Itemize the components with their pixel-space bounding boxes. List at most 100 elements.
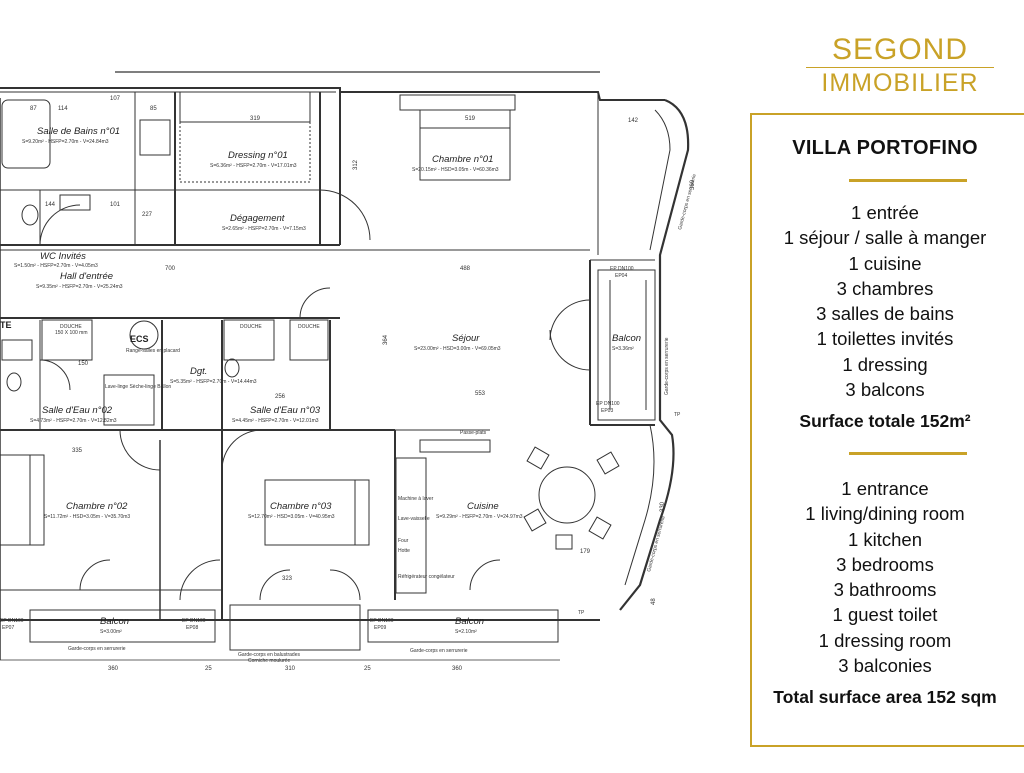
lave-linge-label: Lave-linge Sèche-linge Ballon [105, 384, 171, 390]
features-list-en: 1 entrance 1 living/dining room 1 kitche… [752, 476, 1018, 678]
room-sub-dressing: S=6.36m² - HSFP=2.70m - V=17.01m3 [210, 163, 297, 169]
dim-label: 85 [150, 106, 157, 112]
feature-item-fr: 1 séjour / salle à manger [783, 227, 987, 249]
dim-label: 107 [110, 96, 121, 102]
features-list-fr: 1 entrée 1 séjour / salle à manger 1 cui… [752, 200, 1018, 402]
room-sub-balcon-right: S=3.36m² [612, 346, 634, 352]
dim-label: 364 [383, 334, 389, 345]
feature-item-fr: 1 entrée [851, 202, 919, 223]
dim-label: 319 [250, 116, 261, 122]
room-name-douche2: DOUCHE [240, 324, 262, 330]
lave-vaisselle-label: Lave-vaisselle [398, 516, 430, 522]
dim-label: 323 [282, 576, 293, 582]
feature-item-fr: 1 dressing [842, 353, 928, 375]
room-name-balcon-right: Balcon [612, 333, 641, 344]
room-name-wc: WC Invités [40, 251, 86, 262]
room-sub-wc: S=1.50m² - HSFP=2.70m - V=4.05m3 [14, 263, 98, 269]
property-info-panel: VILLA PORTOFINO 1 entrée 1 séjour / sall… [750, 113, 1024, 747]
room-name-sde3: Salle d'Eau n°03 [250, 405, 321, 416]
four-label: Four [398, 538, 409, 544]
dim-label: 48 [651, 598, 657, 605]
dim-label: 488 [460, 266, 471, 272]
brand-divider [806, 67, 994, 68]
feature-item-fr: 3 balcons [845, 379, 925, 401]
gold-divider [849, 452, 967, 455]
dim-label: 519 [465, 116, 476, 122]
room-sub-chambre1: S=20.15m² - HSD=3.05m - V=60.36m3 [412, 167, 499, 173]
dim-label: 310 [285, 666, 296, 672]
room-name-balcon-middle: Balcon [455, 616, 484, 627]
room-sub-chambre3: S=12.70m² - HSD=3.05m - V=40.95m3 [248, 514, 335, 520]
dim-label: 144 [45, 202, 56, 208]
feature-item-en: 1 kitchen [847, 528, 923, 550]
room-name-douche3: DOUCHE [298, 324, 320, 330]
dim-label: 335 [72, 448, 83, 454]
room-sub-balcon-left: S=3.00m² [100, 629, 122, 635]
ep-label: EP09 [374, 625, 386, 631]
dim-label: 227 [142, 212, 153, 218]
dim-label: 256 [275, 394, 286, 400]
feature-item-en: 3 balconies [838, 655, 932, 677]
corniche-label: Corniche moulurée [248, 658, 290, 664]
floor-plan-drawing: 87 114 107 85 319 519 142 700 488 553 15… [0, 71, 698, 672]
hotte-label: Hotte [398, 548, 410, 554]
room-name-dressing: Dressing n°01 [228, 150, 288, 161]
dim-label: 25 [364, 666, 371, 672]
ep-label: EP03 [601, 408, 613, 414]
dim-label: 360 [108, 666, 119, 672]
room-sub-hall: S=9.35m² - HSFP=2.70m - V=25.24m3 [36, 284, 123, 290]
ep-label: EP DN100 [370, 618, 394, 624]
room-name-hall: Hall d'entrée [60, 271, 113, 282]
room-sub-degagement: S=2.65m² - HSFP=2.70m - V=7.15m3 [222, 226, 306, 232]
dim-label: 553 [475, 391, 486, 397]
feature-item-fr: 3 chambres [836, 277, 934, 299]
room-name-balcon-left: Balcon [100, 616, 129, 627]
room-name-te: TE [0, 320, 12, 330]
ep-label: EP DN100 [0, 618, 24, 624]
dim-label: 114 [58, 106, 68, 112]
room-sub-sejour: S=23.00m² - HSD=3.00m - V=69.05m3 [414, 346, 501, 352]
room-sub-cuisine: S=9.29m² - HSFP=2.70m - V=24.97m3 [436, 514, 523, 520]
room-name-ecs: ECS [130, 334, 149, 344]
dim-label: 330 [660, 501, 666, 512]
tp-label: TP [578, 610, 585, 616]
brand-name-bottom: IMMOBILIER [821, 69, 979, 97]
property-title: VILLA PORTOFINO [792, 137, 978, 159]
room-name-chambre2: Chambre n°02 [66, 501, 128, 512]
room-sub-ecs: Range-salles en placard [126, 348, 180, 354]
gold-divider [849, 179, 967, 182]
brand-name-top: SEGOND [831, 33, 969, 66]
ep-label: EP04 [615, 273, 627, 279]
feature-item-fr: 3 salles de bains [816, 303, 954, 325]
dim-label: 179 [580, 549, 591, 555]
ep-label: EP07 [2, 625, 14, 631]
ep-label: EP DN100 [596, 401, 620, 407]
brand-logo: SEGOND IMMOBILIER [800, 33, 1000, 97]
dim-label: 87 [30, 106, 37, 112]
dim-label: 101 [110, 202, 121, 208]
feature-item-en: 1 dressing room [818, 629, 952, 651]
machine-label: Machine à laver [398, 496, 434, 502]
feature-item-en: 1 guest toilet [832, 604, 938, 626]
dim-label: 312 [353, 159, 359, 170]
feature-item-en: 3 bedrooms [836, 553, 934, 575]
room-name-chambre3: Chambre n°03 [270, 501, 332, 512]
room-name-dgt: Dgt. [190, 366, 207, 377]
ep-label: EP08 [186, 625, 198, 631]
feature-item-fr: 1 cuisine [848, 252, 922, 274]
feature-item-fr: 1 toilettes invités [816, 328, 954, 350]
feature-item-en: 3 bathrooms [833, 579, 937, 601]
passe-plats-label: Passe-plats [460, 430, 487, 436]
total-surface-fr: Surface totale 152m² [799, 411, 971, 431]
feature-item-en: 1 living/dining room [805, 503, 965, 525]
garde-corps-label: Garde-corps en serrurerie [664, 337, 670, 395]
room-name-sdb1: Salle de Bains n°01 [37, 126, 120, 137]
room-sub-balcon-middle: S=2.10m² [455, 629, 477, 635]
dim-label: 150 [78, 361, 89, 367]
room-sub-douche1: 150 X 100 mm [55, 330, 88, 336]
room-name-chambre1: Chambre n°01 [432, 154, 493, 165]
room-name-sejour: Séjour [452, 333, 480, 344]
floor-plan: 87 114 107 85 319 519 142 700 488 553 15… [0, 71, 698, 672]
garde-corps-label: Garde-corps en serrurerie [410, 648, 468, 654]
ep-label: EP DN100 [610, 266, 634, 272]
